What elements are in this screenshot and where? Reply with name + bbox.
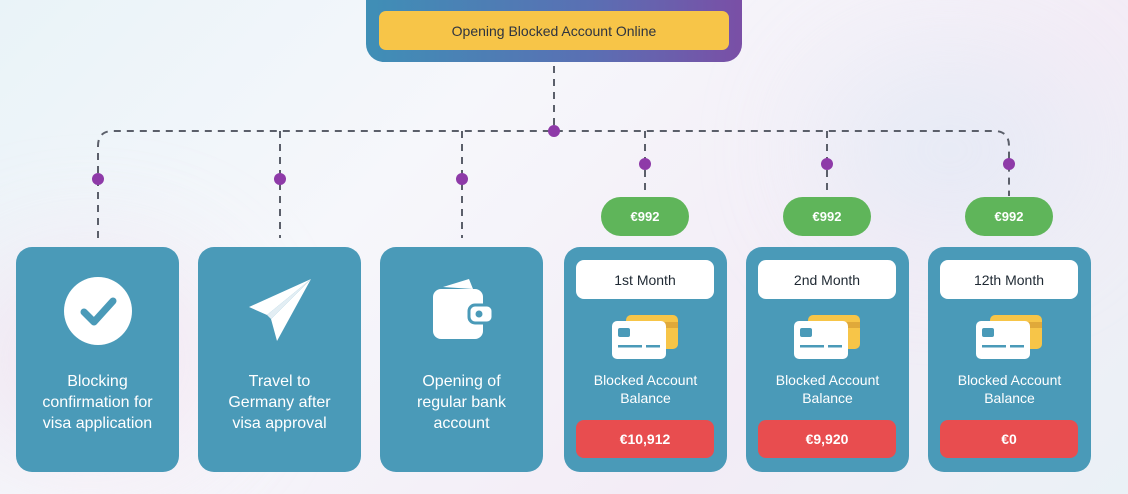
step-label: Blocking confirmation for visa applicati… (42, 373, 153, 432)
deposit-pill-2nd-month: €992 (783, 197, 871, 236)
connector-dot (456, 173, 468, 185)
step-card-regular-bank-account[interactable]: Opening of regular bank account (380, 247, 543, 472)
wallet-icon (380, 277, 543, 341)
check-circle-icon (16, 277, 179, 345)
connector-dot (639, 158, 651, 170)
month-card-1st[interactable]: 1st Month Blocked Account Balance €10,91… (564, 247, 727, 472)
step-label: Travel to Germany after visa approval (228, 373, 331, 432)
junction-dot (548, 125, 560, 137)
connector-dot (1003, 158, 1015, 170)
balance-label: Blocked Account Balance (593, 372, 698, 406)
balance-label: Blocked Account Balance (775, 372, 880, 406)
header-title[interactable]: Opening Blocked Account Online (379, 11, 729, 50)
month-card-2nd[interactable]: 2nd Month Blocked Account Balance €9,920 (746, 247, 909, 472)
balance-value: €0 (940, 420, 1078, 458)
balance-value: €9,920 (758, 420, 896, 458)
connector-dot (92, 173, 104, 185)
connector-dot (274, 173, 286, 185)
paper-plane-icon (198, 277, 361, 343)
month-label: 2nd Month (758, 260, 896, 299)
credit-card-icon (610, 313, 680, 366)
credit-card-icon (792, 313, 862, 366)
balance-value: €10,912 (576, 420, 714, 458)
step-card-travel-to-germany[interactable]: Travel to Germany after visa approval (198, 247, 361, 472)
step-card-blocking-confirmation[interactable]: Blocking confirmation for visa applicati… (16, 247, 179, 472)
step-label: Opening of regular bank account (417, 373, 506, 432)
credit-card-icon (974, 313, 1044, 366)
balance-label: Blocked Account Balance (957, 372, 1062, 406)
month-label: 1st Month (576, 260, 714, 299)
deposit-pill-1st-month: €992 (601, 197, 689, 236)
connector-dot (821, 158, 833, 170)
month-label: 12th Month (940, 260, 1078, 299)
month-card-12th[interactable]: 12th Month Blocked Account Balance €0 (928, 247, 1091, 472)
deposit-pill-12th-month: €992 (965, 197, 1053, 236)
